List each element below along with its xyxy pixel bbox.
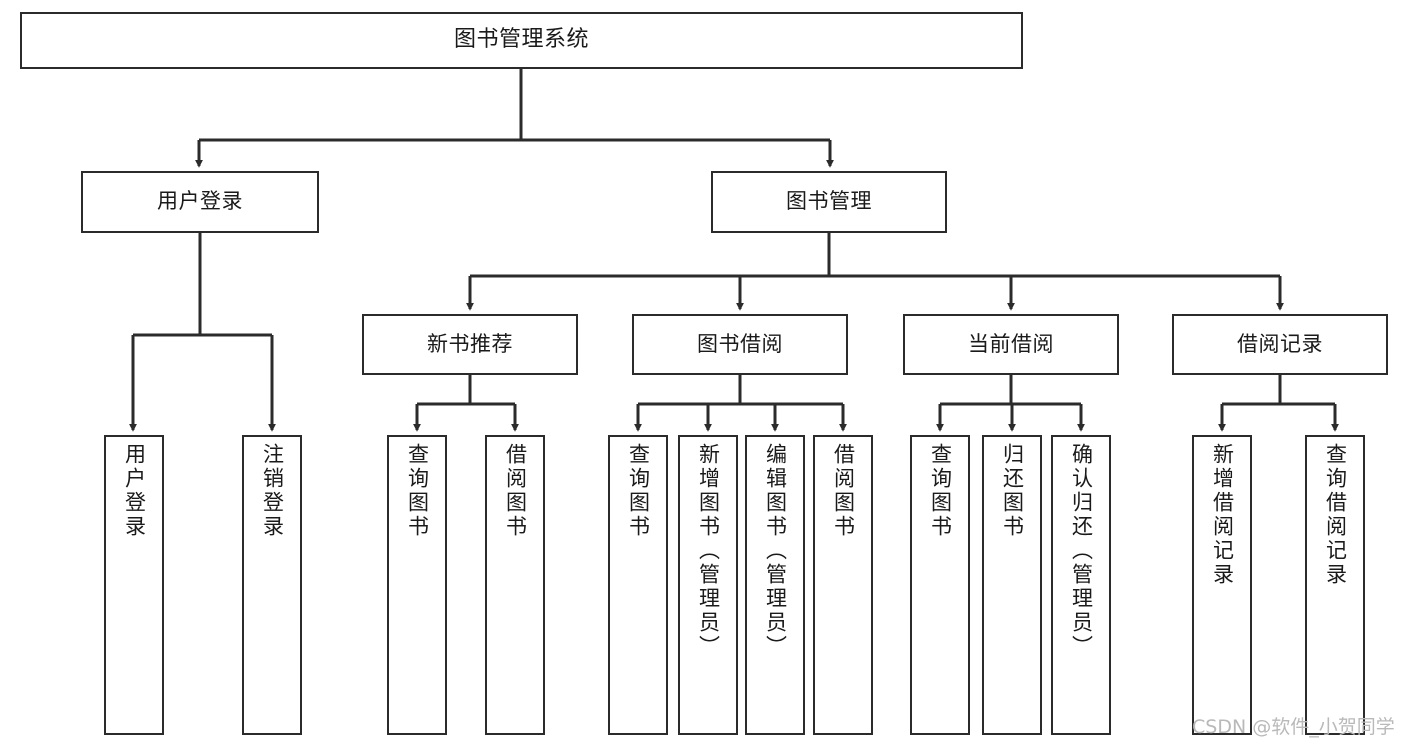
node-leaf-confirm-return-label: 确认归还（管理员） [1069, 443, 1094, 659]
node-leaf-query-book-3-label: 查询图书 [928, 443, 953, 539]
node-leaf-add-record-label: 新增借阅记录 [1210, 443, 1235, 587]
node-leaf-add-book[interactable]: 新增图书（管理员） [678, 435, 738, 735]
node-leaf-add-book-label: 新增图书（管理员） [696, 443, 721, 659]
node-borrow-record[interactable]: 借阅记录 [1172, 314, 1388, 375]
node-book-borrow-label: 图书借阅 [697, 331, 783, 356]
node-leaf-query-book-1-label: 查询图书 [405, 443, 430, 539]
node-borrow-record-label: 借阅记录 [1237, 331, 1323, 356]
node-leaf-borrow-book-1-label: 借阅图书 [503, 443, 528, 539]
node-leaf-query-book-3[interactable]: 查询图书 [910, 435, 970, 735]
node-book-borrow[interactable]: 图书借阅 [632, 314, 848, 375]
node-leaf-borrow-book-2-label: 借阅图书 [831, 443, 856, 539]
node-leaf-edit-book[interactable]: 编辑图书（管理员） [745, 435, 805, 735]
node-leaf-query-book-1[interactable]: 查询图书 [387, 435, 447, 735]
node-leaf-query-book-2[interactable]: 查询图书 [608, 435, 668, 735]
node-root[interactable]: 图书管理系统 [20, 12, 1023, 69]
node-current-borrow[interactable]: 当前借阅 [903, 314, 1119, 375]
node-root-label: 图书管理系统 [453, 27, 589, 53]
node-leaf-return-book-label: 归还图书 [1000, 443, 1025, 539]
csdn-watermark: CSDN @软件_小贺同学 [1192, 716, 1395, 738]
node-leaf-add-record[interactable]: 新增借阅记录 [1192, 435, 1252, 735]
node-leaf-user-login-label: 用户登录 [122, 443, 147, 539]
node-new-book-rec-label: 新书推荐 [427, 331, 513, 356]
node-leaf-user-login[interactable]: 用户登录 [104, 435, 164, 735]
node-leaf-query-record[interactable]: 查询借阅记录 [1305, 435, 1365, 735]
node-user-login[interactable]: 用户登录 [81, 171, 319, 233]
node-new-book-rec[interactable]: 新书推荐 [362, 314, 578, 375]
node-user-login-label: 用户登录 [157, 189, 243, 214]
node-leaf-query-record-label: 查询借阅记录 [1323, 443, 1348, 587]
node-leaf-user-logout[interactable]: 注销登录 [242, 435, 302, 735]
node-leaf-user-logout-label: 注销登录 [260, 443, 285, 539]
node-leaf-confirm-return[interactable]: 确认归还（管理员） [1051, 435, 1111, 735]
node-leaf-borrow-book-1[interactable]: 借阅图书 [485, 435, 545, 735]
node-current-borrow-label: 当前借阅 [968, 331, 1054, 356]
node-leaf-query-book-2-label: 查询图书 [626, 443, 651, 539]
node-book-manage-label: 图书管理 [786, 189, 872, 214]
node-leaf-borrow-book-2[interactable]: 借阅图书 [813, 435, 873, 735]
node-leaf-return-book[interactable]: 归还图书 [982, 435, 1042, 735]
node-book-manage[interactable]: 图书管理 [711, 171, 947, 233]
node-leaf-edit-book-label: 编辑图书（管理员） [763, 443, 788, 659]
